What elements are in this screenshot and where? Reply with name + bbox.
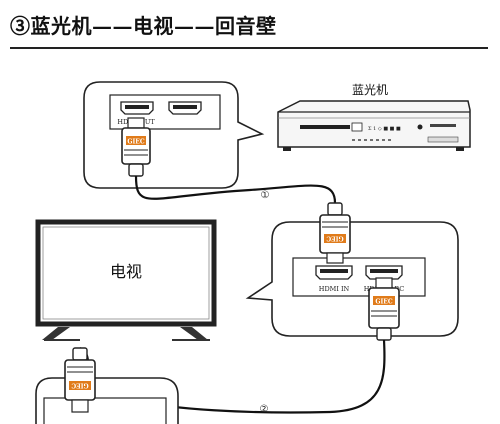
brand-label: GIEC — [71, 382, 89, 389]
step2-label: ② — [260, 404, 269, 415]
tv-label: 电视 — [110, 262, 142, 281]
hdmi-cable-1 — [134, 175, 337, 204]
hdmi-in-label: HDMI IN — [319, 285, 350, 293]
tv-port-callout: HDMI IN HDMI eARC — [245, 221, 459, 337]
hdmi-port-icon — [168, 101, 202, 115]
hdmi-plug-icon: GIEC — [319, 202, 351, 264]
hdmi-port-icon — [365, 265, 403, 280]
bluray-label: 蓝光机 — [352, 83, 388, 97]
brand-label: GIEC — [127, 139, 145, 146]
hdmi-port-icon — [315, 265, 353, 280]
svg-text:Σ 1 ◇ ■ ■ ■: Σ 1 ◇ ■ ■ ■ — [368, 126, 401, 132]
hdmi-plug-icon: GIEC — [368, 277, 400, 341]
bluray-player-icon: Σ 1 ◇ ■ ■ ■ — [277, 100, 471, 151]
brand-label: GIEC — [326, 235, 344, 242]
bluray-port-callout: HDMI OUT — [83, 81, 265, 189]
brand-label: GIEC — [375, 299, 393, 306]
step1-label: ① — [261, 190, 270, 201]
hdmi-plug-icon: GIEC — [121, 117, 151, 177]
tv-icon — [35, 219, 217, 341]
hdmi-port-icon — [120, 101, 154, 115]
hdmi-plug-icon: GIEC — [64, 347, 96, 413]
page-title: ③蓝光机——电视——回音壁 — [10, 14, 277, 38]
title-rule — [10, 47, 488, 49]
soundbar-callout — [35, 377, 179, 424]
